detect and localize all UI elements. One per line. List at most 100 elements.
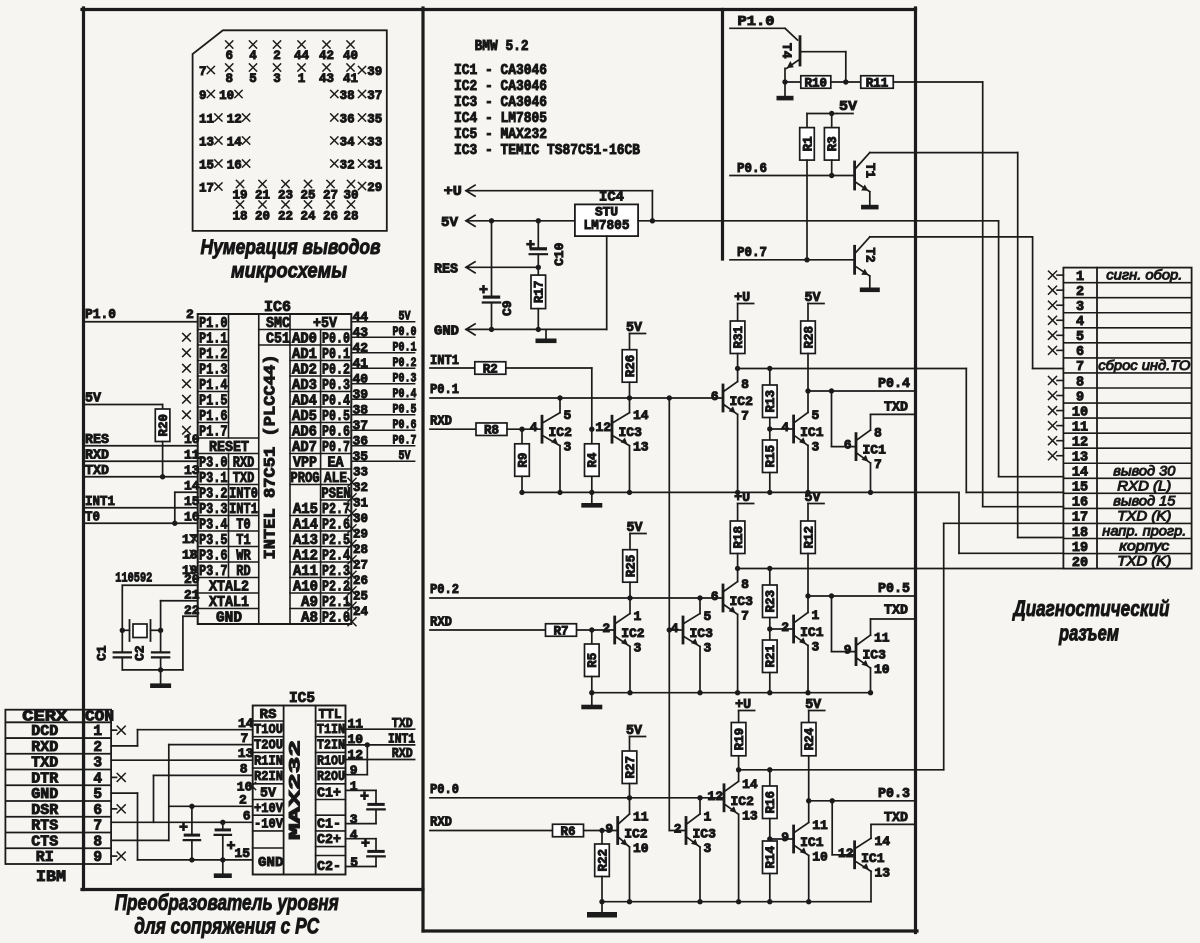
svg-text:R18: R18 bbox=[732, 526, 746, 549]
svg-text:32: 32 bbox=[340, 159, 355, 173]
svg-text:18: 18 bbox=[232, 210, 247, 224]
svg-text:8: 8 bbox=[874, 426, 882, 441]
svg-text:C2-: C2- bbox=[317, 859, 341, 875]
svg-text:5V: 5V bbox=[805, 491, 822, 506]
svg-text:IC2: IC2 bbox=[621, 626, 645, 641]
svg-text:12: 12 bbox=[707, 789, 723, 804]
svg-text:+: + bbox=[361, 836, 370, 853]
svg-text:30: 30 bbox=[343, 189, 358, 203]
svg-text:P0.0: P0.0 bbox=[430, 783, 459, 798]
svg-text:36: 36 bbox=[353, 433, 369, 448]
svg-text:TXD: TXD bbox=[884, 811, 908, 826]
svg-text:21: 21 bbox=[255, 189, 270, 203]
svg-text:11: 11 bbox=[1072, 420, 1088, 435]
svg-text:31: 31 bbox=[367, 159, 382, 173]
svg-text:4: 4 bbox=[1076, 315, 1084, 330]
svg-text:IC6: IC6 bbox=[264, 300, 291, 316]
svg-text:R25: R25 bbox=[624, 555, 638, 578]
svg-text:2: 2 bbox=[1076, 285, 1084, 300]
svg-text:31: 31 bbox=[353, 496, 368, 510]
svg-text:R23: R23 bbox=[764, 590, 778, 613]
svg-text:ALE: ALE bbox=[324, 471, 347, 487]
svg-text:35: 35 bbox=[367, 113, 382, 127]
svg-text:IC3: IC3 bbox=[619, 425, 643, 440]
svg-text:5V: 5V bbox=[627, 521, 644, 536]
svg-text:GND: GND bbox=[434, 325, 459, 340]
svg-text:WR: WR bbox=[236, 548, 251, 564]
svg-text:сигн. обор.: сигн. обор. bbox=[1106, 268, 1182, 283]
svg-text:11: 11 bbox=[184, 448, 200, 463]
svg-text:R8: R8 bbox=[484, 424, 499, 438]
svg-text:IC2: IC2 bbox=[730, 394, 754, 409]
svg-text:5V: 5V bbox=[839, 100, 858, 115]
svg-text:4: 4 bbox=[249, 49, 257, 63]
svg-text:38: 38 bbox=[340, 89, 355, 103]
svg-text:+10V: +10V bbox=[254, 801, 284, 817]
svg-text:5V: 5V bbox=[626, 321, 643, 336]
svg-text:1: 1 bbox=[812, 608, 820, 623]
svg-text:42: 42 bbox=[319, 49, 334, 63]
svg-text:RXD: RXD bbox=[430, 816, 452, 831]
svg-text:P1.2: P1.2 bbox=[199, 347, 228, 363]
svg-text:Преобразователь уровня: Преобразователь уровня bbox=[115, 890, 339, 915]
svg-text:RXD: RXD bbox=[430, 616, 452, 631]
svg-text:5V: 5V bbox=[805, 291, 822, 306]
svg-text:R14: R14 bbox=[764, 846, 778, 869]
svg-text:IBM: IBM bbox=[36, 868, 66, 886]
svg-text:6: 6 bbox=[93, 803, 102, 819]
svg-text:R26: R26 bbox=[624, 355, 638, 378]
svg-text:RS: RS bbox=[260, 707, 277, 723]
svg-text:7: 7 bbox=[874, 457, 882, 472]
svg-text:T1IN: T1IN bbox=[317, 722, 345, 738]
svg-text:R2: R2 bbox=[483, 362, 498, 376]
svg-text:37: 37 bbox=[367, 89, 382, 103]
svg-text:+: + bbox=[227, 838, 236, 855]
svg-text:R7: R7 bbox=[553, 624, 568, 638]
svg-text:15: 15 bbox=[199, 159, 214, 173]
svg-text:1: 1 bbox=[1076, 270, 1084, 285]
svg-text:P3.3: P3.3 bbox=[199, 502, 228, 518]
svg-text:для сопряжения с PC: для сопряжения с PC bbox=[134, 914, 320, 939]
svg-text:RXD: RXD bbox=[233, 455, 255, 471]
svg-text:14: 14 bbox=[875, 834, 891, 849]
svg-text:Диагностический: Диагностический bbox=[1012, 596, 1170, 621]
svg-text:3: 3 bbox=[704, 841, 712, 856]
svg-text:P0.3: P0.3 bbox=[393, 371, 417, 385]
svg-text:R20: R20 bbox=[157, 414, 171, 437]
svg-text:R11: R11 bbox=[866, 76, 889, 90]
svg-text:P1.1: P1.1 bbox=[199, 331, 228, 347]
svg-text:12: 12 bbox=[348, 748, 364, 763]
svg-text:13: 13 bbox=[875, 865, 891, 880]
svg-text:RXD: RXD bbox=[31, 740, 58, 756]
svg-text:AD3: AD3 bbox=[292, 378, 317, 394]
svg-text:P0.2: P0.2 bbox=[322, 362, 350, 378]
svg-text:3: 3 bbox=[812, 640, 820, 655]
svg-text:C9: C9 bbox=[500, 300, 515, 316]
svg-text:33: 33 bbox=[353, 465, 368, 479]
svg-text:27: 27 bbox=[353, 558, 368, 572]
svg-text:8: 8 bbox=[1076, 375, 1084, 390]
svg-text:10: 10 bbox=[1072, 405, 1088, 420]
svg-text:20: 20 bbox=[1072, 556, 1088, 571]
svg-text:11: 11 bbox=[348, 716, 364, 731]
svg-text:+U: +U bbox=[734, 291, 750, 306]
svg-text:5V: 5V bbox=[626, 724, 643, 739]
svg-text:вывод 30: вывод 30 bbox=[1113, 463, 1176, 478]
svg-text:A8: A8 bbox=[301, 610, 318, 626]
svg-text:28: 28 bbox=[353, 543, 368, 557]
svg-text:1: 1 bbox=[350, 779, 358, 794]
svg-text:1: 1 bbox=[298, 72, 306, 86]
svg-text:3: 3 bbox=[704, 641, 712, 656]
svg-text:IC1: IC1 bbox=[863, 443, 887, 458]
svg-text:P2.3: P2.3 bbox=[322, 564, 350, 580]
svg-text:P2.7: P2.7 bbox=[322, 502, 350, 518]
svg-text:6: 6 bbox=[225, 49, 233, 63]
svg-text:P0.2: P0.2 bbox=[393, 356, 417, 370]
svg-text:1: 1 bbox=[93, 724, 102, 740]
svg-text:12: 12 bbox=[838, 846, 854, 861]
svg-text:24: 24 bbox=[300, 210, 316, 224]
svg-text:9: 9 bbox=[350, 763, 358, 778]
svg-text:10: 10 bbox=[184, 432, 200, 447]
svg-text:P3.1: P3.1 bbox=[199, 471, 228, 487]
svg-text:18: 18 bbox=[182, 547, 198, 562]
